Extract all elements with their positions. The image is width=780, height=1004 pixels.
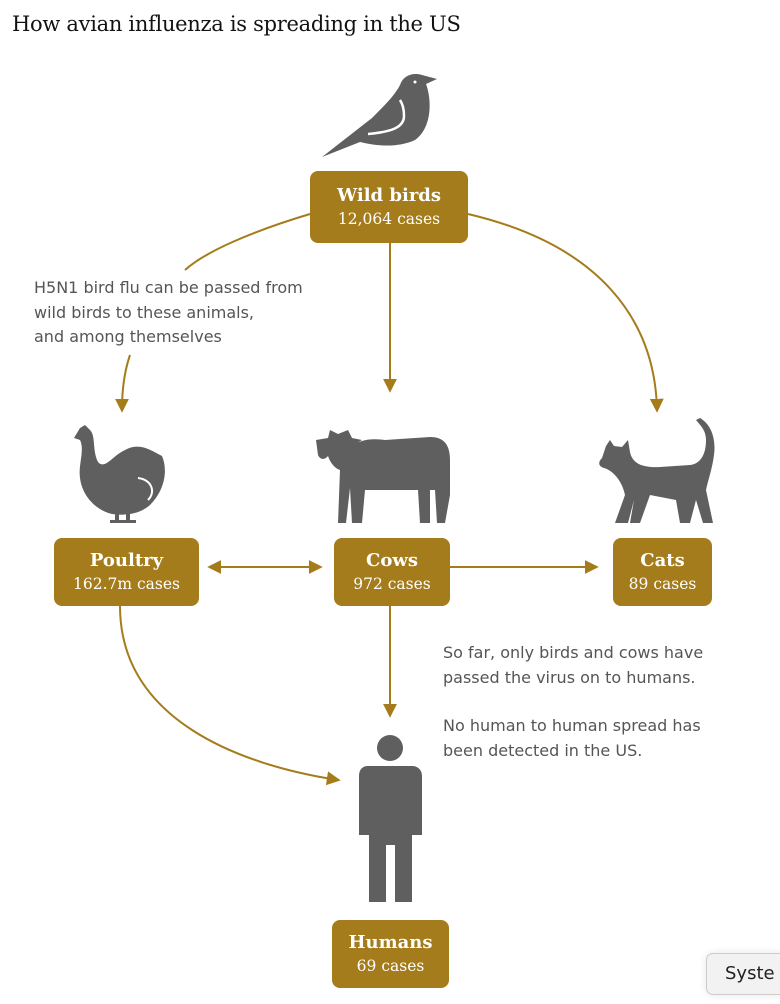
node-name: Wild birds bbox=[336, 185, 442, 206]
note-line: and among themselves bbox=[34, 327, 222, 346]
node-cases: 12,064 cases bbox=[337, 210, 441, 228]
note-transmission: H5N1 bird flu can be passed from wild bi… bbox=[34, 276, 303, 350]
arrow-birds-to-cats bbox=[467, 213, 664, 413]
node-cases: 69 cases bbox=[356, 957, 425, 975]
node-cases: 89 cases bbox=[628, 575, 697, 593]
note-line: been detected in the US. bbox=[443, 740, 643, 760]
node-cows: Cows 972 cases bbox=[334, 538, 450, 606]
note-line: So far, only birds and cows have bbox=[443, 643, 704, 662]
note-line: No human to human spread has bbox=[443, 716, 701, 735]
arrow-poultry-to-humans bbox=[119, 605, 341, 786]
node-name: Cows bbox=[366, 550, 418, 571]
system-button[interactable]: Syste bbox=[706, 953, 780, 995]
note-line: H5N1 bird flu can be passed from bbox=[34, 278, 303, 297]
node-name: Cats bbox=[640, 550, 685, 571]
note-human-spread: So far, only birds and cows have passed … bbox=[443, 641, 703, 763]
node-humans: Humans 69 cases bbox=[332, 920, 449, 988]
node-poultry: Poultry 162.7m cases bbox=[54, 538, 199, 606]
node-cats: Cats 89 cases bbox=[613, 538, 712, 606]
page-title: How avian influenza is spreading in the … bbox=[12, 12, 461, 36]
cat-icon bbox=[599, 418, 715, 523]
person-icon bbox=[359, 735, 422, 902]
note-line: passed the virus on to humans. bbox=[443, 667, 696, 687]
cow-icon bbox=[316, 430, 450, 523]
arrow-birds-to-poultry-b bbox=[115, 354, 131, 413]
node-name: Humans bbox=[348, 932, 433, 953]
node-name: Poultry bbox=[89, 550, 164, 571]
chicken-icon bbox=[74, 425, 165, 523]
arrow-birds-to-poultry-a bbox=[184, 213, 311, 271]
note-line: wild birds to these animals, bbox=[34, 302, 255, 322]
node-wild-birds: Wild birds 12,064 cases bbox=[310, 171, 468, 243]
node-cases: 972 cases bbox=[353, 575, 431, 593]
bird-icon bbox=[322, 74, 437, 157]
node-cases: 162.7m cases bbox=[72, 575, 180, 593]
